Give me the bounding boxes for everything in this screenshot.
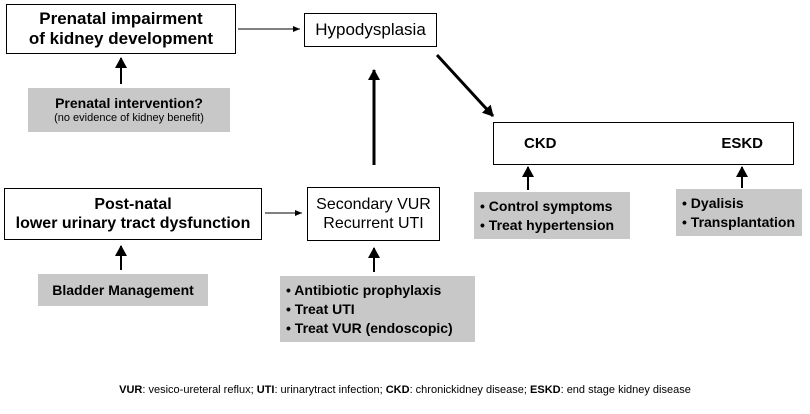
secondary-vur-line-1: Secondary VUR bbox=[316, 195, 431, 213]
ckd-intervention-item: Control symptoms bbox=[480, 197, 630, 216]
ckd-eskd-box: CKD ESKD bbox=[493, 122, 794, 165]
legend-desc: : vesico-ureteral reflux; bbox=[142, 384, 257, 396]
eskd-interventions-box: Dyalisis Transplantation bbox=[676, 189, 802, 236]
vur-uti-intervention-item: Treat VUR (endoscopic) bbox=[286, 319, 475, 338]
hypodysplasia-box: Hypodysplasia bbox=[304, 13, 437, 47]
ckd-interventions-list: Control symptoms Treat hypertension bbox=[474, 197, 630, 235]
prenatal-intervention-title: Prenatal intervention? bbox=[55, 95, 203, 111]
eskd-label: ESKD bbox=[721, 135, 763, 152]
prenatal-intervention-note: (no evidence of kidney benefit) bbox=[54, 111, 204, 124]
legend-desc: : chronickidney disease; bbox=[409, 384, 531, 396]
secondary-vur-line-2: Recurrent UTI bbox=[323, 215, 424, 232]
prenatal-impairment-line-1: Prenatal impairment bbox=[39, 8, 203, 28]
postnatal-dysfunction-box: Post-natal lower urinary tract dysfuncti… bbox=[4, 188, 262, 240]
prenatal-impairment-box: Prenatal impairment of kidney developmen… bbox=[6, 4, 236, 54]
postnatal-dysfunction-line-1: Post-natal bbox=[94, 195, 172, 213]
vur-uti-intervention-item: Antibiotic prophylaxis bbox=[286, 281, 475, 300]
bladder-management-label: Bladder Management bbox=[52, 282, 194, 298]
legend-abbr: CKD bbox=[385, 384, 410, 396]
legend-abbr: ESKD bbox=[530, 384, 561, 396]
vur-uti-interventions-list: Antibiotic prophylaxis Treat UTI Treat V… bbox=[280, 281, 475, 338]
arrow-hypodysplasia-to-ckd bbox=[435, 53, 495, 118]
abbreviation-legend: VUR: vesico-ureteral reflux; UTI: urinar… bbox=[0, 384, 810, 396]
vur-uti-intervention-item: Treat UTI bbox=[286, 300, 475, 319]
ckd-interventions-box: Control symptoms Treat hypertension bbox=[474, 192, 630, 239]
hypodysplasia-label: Hypodysplasia bbox=[315, 20, 426, 39]
prenatal-intervention-box: Prenatal intervention? (no evidence of k… bbox=[28, 88, 230, 132]
vur-uti-interventions-box: Antibiotic prophylaxis Treat UTI Treat V… bbox=[280, 276, 475, 342]
legend-desc: : urinarytract infection; bbox=[274, 384, 386, 396]
legend-abbr: VUR bbox=[119, 384, 143, 396]
secondary-vur-box: Secondary VUR Recurrent UTI bbox=[307, 187, 440, 241]
ckd-label: CKD bbox=[524, 135, 557, 152]
eskd-intervention-item: Transplantation bbox=[682, 213, 802, 232]
bladder-management-box: Bladder Management bbox=[38, 274, 208, 306]
prenatal-impairment-line-2: of kidney development bbox=[28, 29, 214, 48]
postnatal-dysfunction-line-2: lower urinary tract dysfunction bbox=[15, 215, 251, 232]
legend-abbr: UTI bbox=[256, 384, 275, 396]
legend-desc: : end stage kidney disease bbox=[560, 384, 691, 396]
ckd-intervention-item: Treat hypertension bbox=[480, 216, 630, 235]
eskd-intervention-item: Dyalisis bbox=[682, 194, 802, 213]
eskd-interventions-list: Dyalisis Transplantation bbox=[676, 194, 802, 232]
